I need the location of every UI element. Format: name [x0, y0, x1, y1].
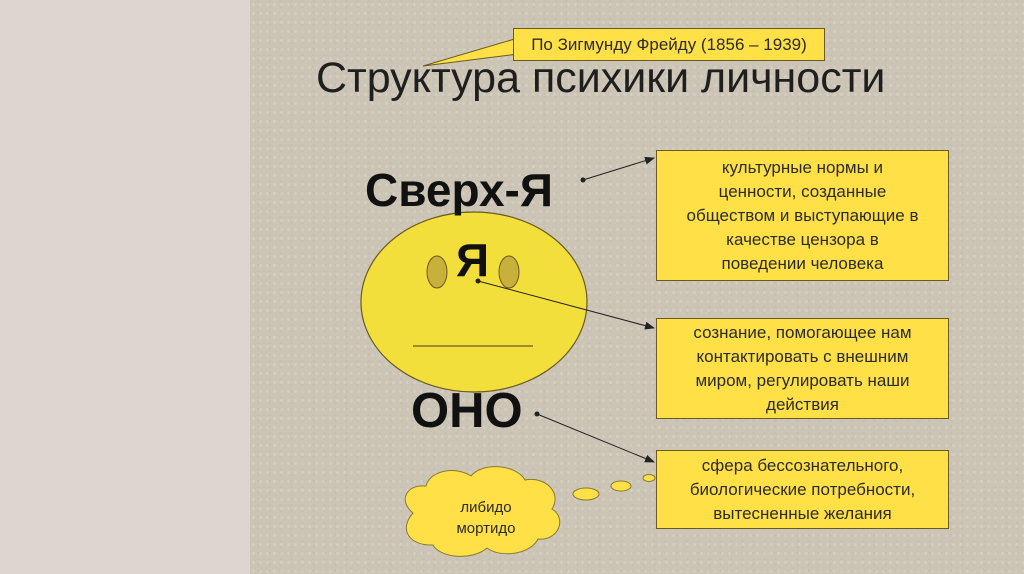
drives-cloud-text: либидо мортидо: [456, 499, 516, 537]
id-description-box: сфера бессознательного, биологические по…: [656, 450, 949, 529]
ego-face: [360, 211, 588, 393]
right-eye: [498, 255, 520, 289]
slide-title: Структура психики личности: [316, 54, 886, 102]
ego-label: Я: [456, 234, 490, 286]
ego-description-box: сознание, помогающее нам контактировать …: [656, 318, 949, 419]
cloud-bubble-large: [572, 487, 600, 501]
source-note: По Зигмунду Фрейду (1856 – 1939): [513, 28, 825, 61]
drives-cloud: [404, 466, 561, 557]
cloud-bubble-small: [642, 474, 656, 482]
diagram-graphics: [360, 37, 656, 557]
superego-description-box: культурные нормы и ценности, созданные о…: [656, 150, 949, 281]
left-side-panel: [0, 0, 250, 574]
superego-arrow: [582, 156, 655, 181]
ego-arrow: [477, 280, 655, 330]
id-arrow: [536, 413, 655, 463]
id-label: ОНО: [411, 384, 523, 438]
left-eye: [426, 255, 448, 289]
cloud-bubble-medium: [610, 480, 632, 492]
slide: По Зигмунду Фрейду (1856 – 1939) Структу…: [250, 0, 1024, 574]
superego-label: Сверх-Я: [365, 164, 553, 216]
